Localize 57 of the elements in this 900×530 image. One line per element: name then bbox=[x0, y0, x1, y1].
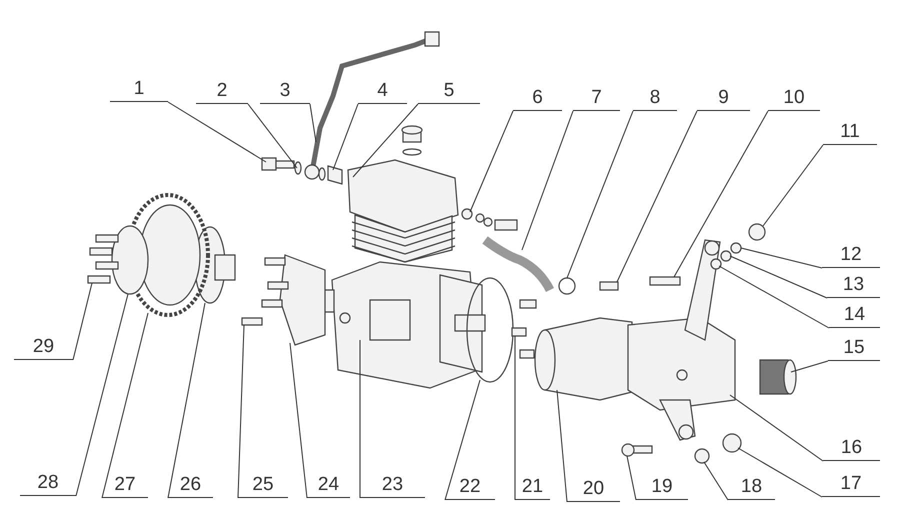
callout-number: 8 bbox=[633, 87, 677, 111]
callout-number: 20 bbox=[567, 478, 620, 502]
callout-number: 13 bbox=[827, 274, 880, 298]
leader-line bbox=[566, 110, 634, 278]
leader-line bbox=[310, 104, 316, 142]
callout-number: 27 bbox=[102, 474, 148, 498]
leader-line bbox=[470, 110, 514, 212]
callout-number: 14 bbox=[829, 304, 880, 328]
callout-number: 17 bbox=[822, 473, 880, 497]
leader-line bbox=[626, 456, 636, 500]
leader-line bbox=[522, 110, 574, 250]
leader-line bbox=[72, 282, 92, 360]
callout-number: 4 bbox=[358, 80, 407, 104]
leader-line bbox=[738, 448, 822, 498]
leader-line bbox=[718, 266, 830, 328]
leader-line bbox=[514, 336, 516, 500]
callout-number: 28 bbox=[20, 472, 76, 496]
callout-number: 15 bbox=[828, 337, 880, 361]
callout-number: 18 bbox=[728, 476, 775, 500]
leader-line bbox=[168, 102, 266, 162]
callout-number: 1 bbox=[110, 78, 168, 102]
callout-number: 3 bbox=[260, 80, 310, 104]
callout-number: 29 bbox=[14, 336, 73, 360]
callout-number: 2 bbox=[196, 80, 248, 104]
leader-line bbox=[762, 144, 824, 226]
leader-line bbox=[238, 324, 244, 498]
callout-number: 9 bbox=[697, 87, 750, 111]
leader-line bbox=[102, 312, 148, 498]
leader-line bbox=[248, 104, 298, 168]
callout-number: 5 bbox=[418, 80, 480, 104]
callout-number: 24 bbox=[307, 474, 350, 498]
leader-line bbox=[616, 110, 698, 282]
callout-number: 23 bbox=[360, 474, 425, 498]
leader-line bbox=[76, 294, 128, 496]
callout-number: 6 bbox=[513, 87, 562, 111]
callout-number: 16 bbox=[823, 437, 880, 461]
leader-line bbox=[352, 104, 418, 178]
callout-number: 22 bbox=[445, 476, 495, 500]
leader-line bbox=[168, 302, 206, 498]
leader-line bbox=[332, 104, 358, 170]
callout-number: 26 bbox=[168, 474, 213, 498]
callout-number: 12 bbox=[822, 244, 880, 268]
callout-number: 10 bbox=[768, 87, 820, 111]
callout-number: 19 bbox=[636, 476, 688, 500]
leader-line bbox=[674, 110, 768, 278]
leader-line bbox=[730, 256, 828, 298]
leader-line bbox=[704, 462, 728, 500]
callout-number: 11 bbox=[823, 121, 877, 145]
leader-line bbox=[740, 248, 822, 268]
callout-number: 25 bbox=[238, 474, 288, 498]
leader-line bbox=[444, 380, 480, 500]
leader-line bbox=[290, 342, 308, 498]
leader-line bbox=[730, 394, 824, 462]
leader-line bbox=[556, 390, 568, 502]
leader-line bbox=[790, 360, 828, 372]
callout-number: 7 bbox=[573, 87, 620, 111]
callout-number: 21 bbox=[515, 476, 550, 500]
